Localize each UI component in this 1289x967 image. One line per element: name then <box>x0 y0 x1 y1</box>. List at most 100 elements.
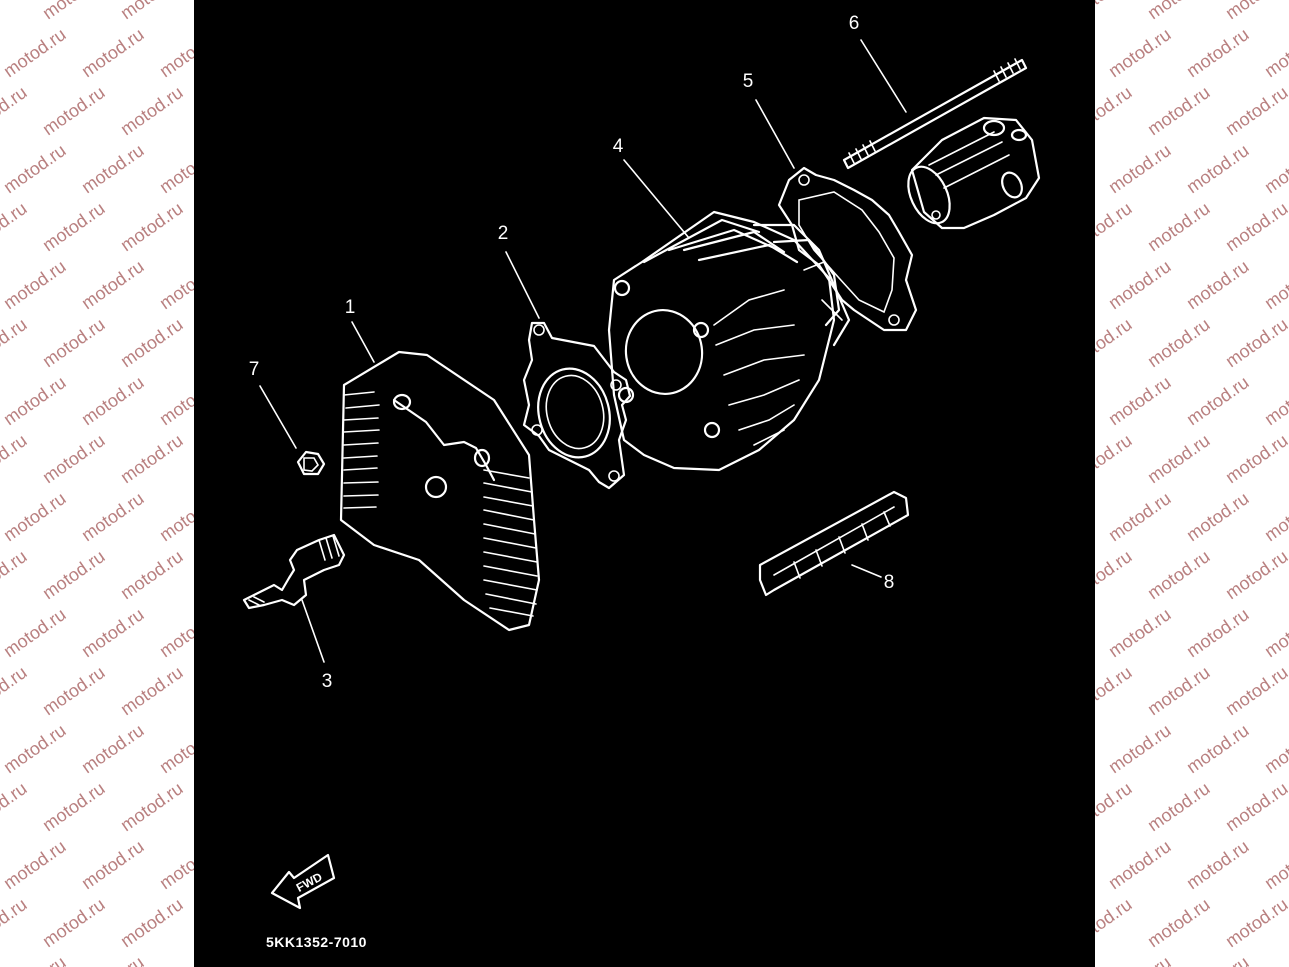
watermark-text: motod.ru <box>78 140 148 197</box>
watermark-text: motod.ru <box>1095 82 1135 139</box>
watermark-text: motod.ru <box>1144 662 1214 719</box>
watermark-text: motod.ru <box>156 256 194 313</box>
watermark-text: motod.ru <box>0 778 30 835</box>
watermark-text: motod.ru <box>1095 546 1135 603</box>
watermark-text: motod.ru <box>78 720 148 777</box>
watermark-text: motod.ru <box>1183 372 1253 429</box>
watermark-text: motod.ru <box>1183 952 1253 967</box>
watermark-text: motod.ru <box>1095 0 1135 23</box>
watermark-text: motod.ru <box>0 140 69 197</box>
callout-3: 3 <box>321 671 333 692</box>
watermark-text: motod.ru <box>1222 0 1289 23</box>
callout-7: 7 <box>248 359 260 380</box>
watermark-text: motod.ru <box>156 488 194 545</box>
watermark-text: motod.ru <box>1261 836 1289 893</box>
watermark-text: motod.ru <box>1105 488 1175 545</box>
leader-line-3 <box>301 599 325 663</box>
leader-line-1 <box>351 321 375 363</box>
watermark-text: motod.ru <box>1183 256 1253 313</box>
spark-plug-part <box>242 533 346 610</box>
cylinder-part <box>607 210 851 472</box>
watermark-text: motod.ru <box>78 372 148 429</box>
watermark-text: motod.ru <box>78 836 148 893</box>
leader-line-2 <box>505 251 540 319</box>
watermark-text: motod.ru <box>156 140 194 197</box>
watermark-text: motod.ru <box>0 430 30 487</box>
watermark-text: motod.ru <box>1105 836 1175 893</box>
watermark-text: motod.ru <box>39 198 109 255</box>
watermark-text: motod.ru <box>0 604 69 661</box>
leader-line-5 <box>755 99 795 169</box>
watermark-text: motod.ru <box>39 546 109 603</box>
watermark-text: motod.ru <box>1222 82 1289 139</box>
watermark-text: motod.ru <box>1105 952 1175 967</box>
watermark-text: motod.ru <box>1095 430 1135 487</box>
watermark-text: motod.ru <box>156 372 194 429</box>
leader-lines <box>259 39 907 663</box>
parts-diagram-panel: FWD 1 2 3 4 5 6 7 8 5KK1352-7010 <box>194 0 1095 967</box>
watermark-text: motod.ru <box>39 0 109 23</box>
watermark-text: motod.ru <box>117 894 187 951</box>
watermark-text: motod.ru <box>1183 140 1253 197</box>
leader-line-7 <box>259 385 297 449</box>
piston-part <box>907 116 1041 230</box>
leader-line-6 <box>860 39 907 113</box>
watermark-text: motod.ru <box>1261 256 1289 313</box>
watermark-text: motod.ru <box>39 662 109 719</box>
stud-bolt-part <box>842 58 1028 170</box>
watermark-text: motod.ru <box>156 720 194 777</box>
watermark-text: motod.ru <box>0 546 30 603</box>
watermark-text: motod.ru <box>0 720 69 777</box>
watermark-text: motod.ru <box>78 488 148 545</box>
watermark-text: motod.ru <box>117 198 187 255</box>
leader-line-8 <box>851 564 882 578</box>
watermark-text: motod.ru <box>39 314 109 371</box>
watermark-text: motod.ru <box>0 488 69 545</box>
watermark-text: motod.ru <box>1105 256 1175 313</box>
watermark-text: motod.ru <box>1144 0 1214 23</box>
watermark-text: motod.ru <box>1095 314 1135 371</box>
watermark-text: motod.ru <box>1105 372 1175 429</box>
watermark-text: motod.ru <box>156 604 194 661</box>
watermark-text: motod.ru <box>1144 894 1214 951</box>
head-gasket-part <box>522 321 632 490</box>
watermark-text: motod.ru <box>1105 720 1175 777</box>
watermark-text: motod.ru <box>1261 488 1289 545</box>
watermark-text: motod.ru <box>39 894 109 951</box>
fwd-arrow-icon: FWD <box>270 853 336 910</box>
watermark-text: motod.ru <box>1144 430 1214 487</box>
watermark-text: motod.ru <box>1222 546 1289 603</box>
watermark-text: motod.ru <box>1222 198 1289 255</box>
watermark-text: motod.ru <box>0 198 30 255</box>
watermark-text: motod.ru <box>78 952 148 967</box>
watermark-text: motod.ru <box>1222 430 1289 487</box>
bar-part <box>758 490 910 597</box>
watermark-text: motod.ru <box>1144 82 1214 139</box>
watermark-text: motod.ru <box>1183 488 1253 545</box>
watermark-text: motod.ru <box>1261 720 1289 777</box>
watermark-text: motod.ru <box>1144 546 1214 603</box>
watermark-text: motod.ru <box>1095 662 1135 719</box>
watermark-text: motod.ru <box>39 82 109 139</box>
watermark-text: motod.ru <box>156 952 194 967</box>
watermark-text: motod.ru <box>0 894 30 951</box>
watermark-text: motod.ru <box>1095 198 1135 255</box>
watermark-text: motod.ru <box>1222 662 1289 719</box>
watermark-text: motod.ru <box>78 24 148 81</box>
watermark-text: motod.ru <box>0 662 30 719</box>
watermark-text: motod.ru <box>1105 140 1175 197</box>
watermark-text: motod.ru <box>1183 24 1253 81</box>
callout-8: 8 <box>883 572 895 593</box>
callout-5: 5 <box>742 71 754 92</box>
watermark-text: motod.ru <box>1095 894 1135 951</box>
watermark-text: motod.ru <box>117 430 187 487</box>
watermark-text: motod.ru <box>1222 314 1289 371</box>
watermark-text: motod.ru <box>0 314 30 371</box>
watermark-text: motod.ru <box>78 604 148 661</box>
watermark-text: motod.ru <box>117 82 187 139</box>
watermark-text: motod.ru <box>1183 604 1253 661</box>
base-gasket-part <box>777 166 918 332</box>
watermark-text: motod.ru <box>0 24 69 81</box>
watermark-text: motod.ru <box>0 836 69 893</box>
